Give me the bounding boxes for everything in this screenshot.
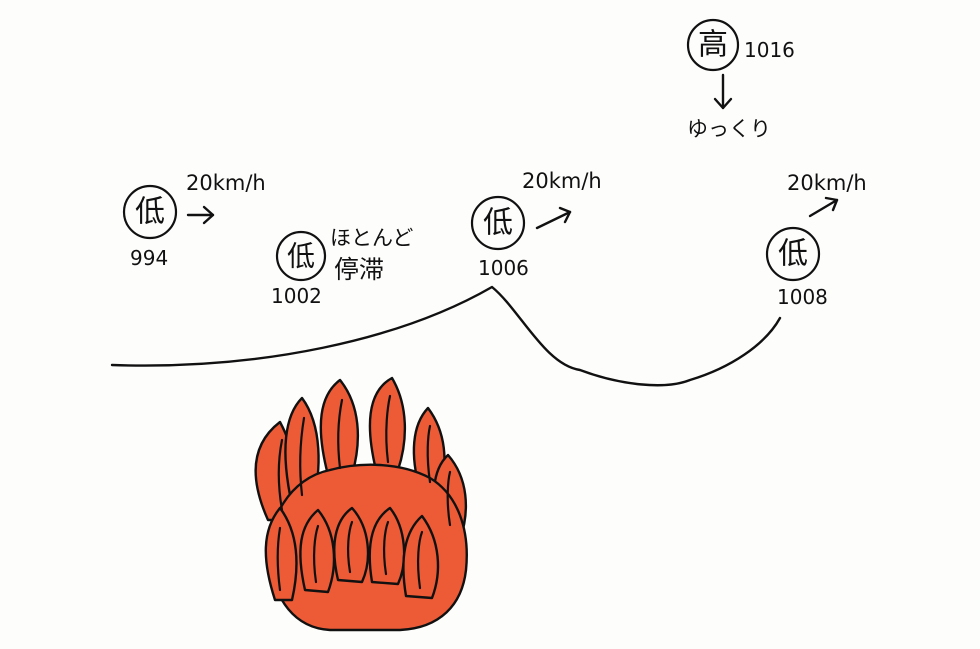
high-pressure-circle [686, 18, 740, 72]
high-pressure-symbol: 高 [698, 28, 728, 63]
low-pressure-system-2: 低 1002 ほとんど 停滞 [271, 226, 413, 308]
low-pressure-circle [470, 195, 526, 251]
pressure-value: 1002 [271, 284, 322, 308]
flame-icon [254, 376, 468, 632]
low-pressure-symbol: 低 [135, 195, 165, 230]
low-pressure-symbol: 低 [778, 237, 808, 272]
low-pressure-circle [765, 226, 821, 282]
arrow-icon [713, 73, 733, 110]
speed-label: 20km/h [787, 171, 867, 195]
speed-label: 20km/h [522, 169, 602, 193]
low-pressure-symbol: 低 [287, 240, 315, 273]
arrow-icon [535, 206, 572, 230]
slow-note: ゆっくり [687, 117, 771, 141]
high-pressure-system: 高 1016 ゆっくり [686, 18, 795, 141]
low-pressure-system-3: 低 1006 20km/h [470, 169, 602, 280]
low-pressure-circle [275, 230, 327, 282]
front-line [110, 285, 782, 387]
pressure-value: 1016 [744, 38, 795, 62]
low-pressure-system-4: 低 1008 20km/h [765, 171, 867, 309]
low-pressure-system-1: 低 994 20km/h [122, 171, 266, 270]
arrow-icon [808, 196, 839, 218]
speed-label: 20km/h [186, 171, 266, 195]
pressure-value: 994 [130, 246, 168, 270]
low-pressure-symbol: 低 [483, 206, 513, 241]
stationary-note-line-1: ほとんど [330, 226, 413, 250]
low-pressure-circle [122, 184, 178, 240]
pressure-value: 1006 [478, 256, 529, 280]
arrow-icon [186, 205, 215, 225]
stationary-note-line-2: 停滞 [334, 255, 384, 284]
pressure-value: 1008 [777, 285, 828, 309]
